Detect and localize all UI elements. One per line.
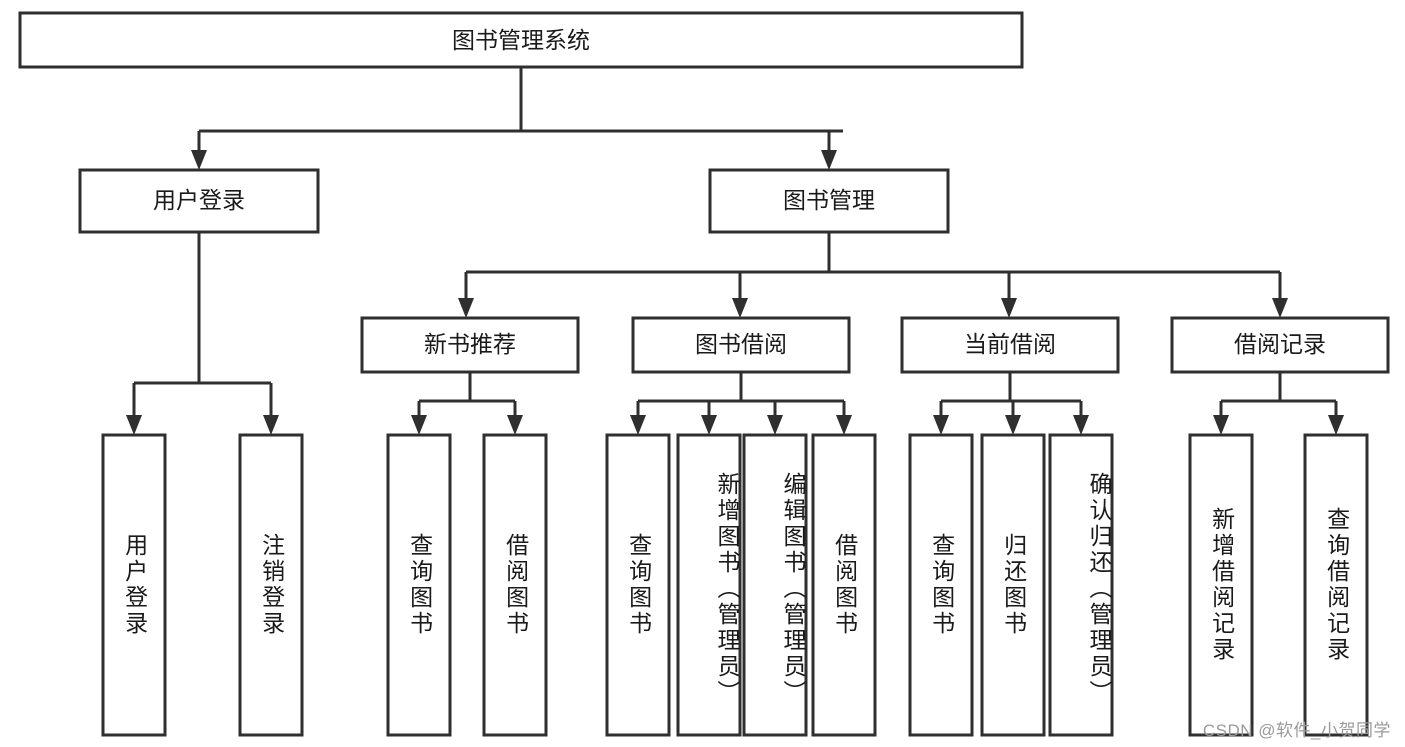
connector-group-book-borrow xyxy=(630,372,852,435)
node-leaf-borrow-add-book-box[interactable] xyxy=(676,433,742,737)
watermark-text: CSDN @软件_小贺同学 xyxy=(1202,721,1391,740)
node-leaf-rec-borrow-book-box[interactable] xyxy=(482,433,548,737)
node-new-book-rec-label: 新书推荐 xyxy=(424,331,516,357)
arrowhead-leaf-borrow-query-book xyxy=(630,415,646,435)
arrowhead-current-borrow xyxy=(1001,298,1017,318)
connector-group-user-login xyxy=(126,232,279,435)
node-leaf-user-login-box[interactable] xyxy=(101,433,167,737)
arrowhead-leaf-rec-borrow-book xyxy=(507,415,523,435)
node-leaf-rec-query-book-box[interactable] xyxy=(386,433,452,737)
arrowhead-leaf-cur-return-book xyxy=(1005,415,1021,435)
node-new-book-rec[interactable]: 新书推荐 xyxy=(360,316,580,374)
connector-group-borrow-record xyxy=(1213,372,1344,435)
arrowhead-leaf-cur-query-book xyxy=(933,415,949,435)
node-current-borrow-box[interactable] xyxy=(900,316,1120,374)
node-current-borrow-label: 当前借阅 xyxy=(964,331,1056,357)
node-root[interactable]: 图书管理系统 xyxy=(18,11,1024,69)
arrowhead-leaf-borrow-edit-book xyxy=(767,415,783,435)
arrowhead-book-borrow xyxy=(732,298,748,318)
connector-group-root xyxy=(191,67,843,170)
node-leaf-cur-return-book-box[interactable] xyxy=(980,433,1046,737)
node-leaf-borrow-query-book-box[interactable] xyxy=(605,433,671,737)
node-book-manage-label: 图书管理 xyxy=(783,187,875,213)
arrowhead-book-manage xyxy=(821,150,837,170)
arrowhead-user-login xyxy=(191,150,207,170)
node-leaf-borrow-edit-book-box[interactable] xyxy=(742,433,808,737)
connector-group-current-borrow xyxy=(933,372,1089,435)
node-root-box[interactable] xyxy=(18,11,1024,69)
node-user-login-box[interactable] xyxy=(78,168,320,234)
node-book-borrow-box[interactable] xyxy=(631,316,851,374)
node-borrow-record-label: 借阅记录 xyxy=(1234,331,1326,357)
connector-group-new-book-rec xyxy=(411,372,523,435)
arrowhead-leaf-cur-confirm-return xyxy=(1073,415,1089,435)
node-leaf-borrow-borrow-book-box[interactable] xyxy=(811,433,877,737)
node-borrow-record[interactable]: 借阅记录 xyxy=(1170,316,1390,374)
node-root-label: 图书管理系统 xyxy=(452,27,590,53)
arrowhead-new-book-rec xyxy=(458,298,474,318)
node-leaf-cur-confirm-return-box[interactable] xyxy=(1048,433,1114,737)
node-new-book-rec-box[interactable] xyxy=(360,316,580,374)
arrowhead-leaf-user-logout xyxy=(263,415,279,435)
node-user-login[interactable]: 用户登录 xyxy=(78,168,320,234)
node-user-login-label: 用户登录 xyxy=(153,187,245,213)
node-book-borrow-label: 图书借阅 xyxy=(695,331,787,357)
arrowhead-borrow-record xyxy=(1272,298,1288,318)
arrowhead-leaf-user-login xyxy=(126,415,142,435)
arrowhead-leaf-borrow-add-book xyxy=(701,415,717,435)
arrowhead-leaf-borrow-borrow-book xyxy=(836,415,852,435)
node-book-manage[interactable]: 图书管理 xyxy=(708,168,950,234)
arrowhead-leaf-rec-add-record xyxy=(1213,415,1229,435)
arrowhead-leaf-rec-query-book xyxy=(411,415,427,435)
node-current-borrow[interactable]: 当前借阅 xyxy=(900,316,1120,374)
node-book-manage-box[interactable] xyxy=(708,168,950,234)
node-leaf-rec-query-record-box[interactable] xyxy=(1303,433,1369,737)
node-borrow-record-box[interactable] xyxy=(1170,316,1390,374)
node-leaf-user-logout-box[interactable] xyxy=(238,433,304,737)
node-book-borrow[interactable]: 图书借阅 xyxy=(631,316,851,374)
node-leaf-cur-query-book-box[interactable] xyxy=(908,433,974,737)
node-leaf-rec-add-record-box[interactable] xyxy=(1188,433,1254,737)
connector-group-book-manage xyxy=(458,232,1288,318)
arrowhead-leaf-rec-query-record xyxy=(1328,415,1344,435)
